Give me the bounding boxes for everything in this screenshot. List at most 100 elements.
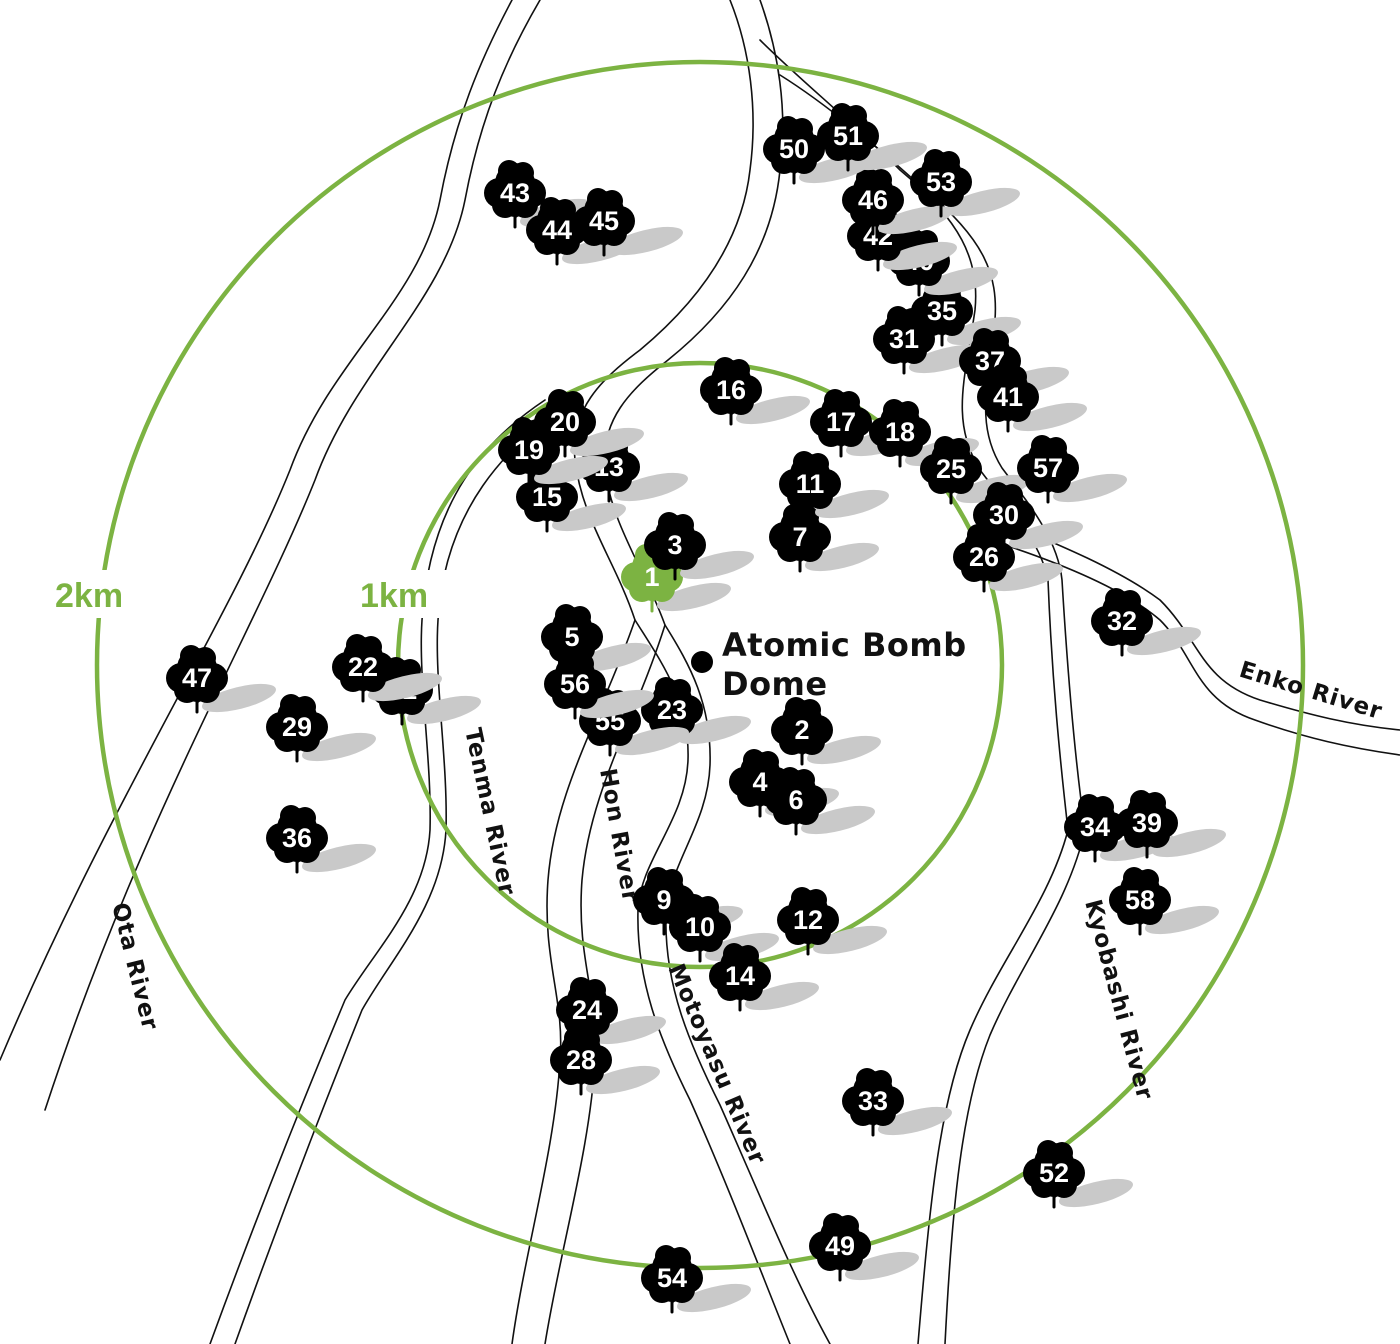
- tree-marker-29[interactable]: 29: [266, 694, 379, 767]
- tree-shadow: [677, 1283, 751, 1313]
- tree-number-label: 16: [716, 375, 746, 405]
- tree-shadow: [946, 187, 1020, 217]
- tree-marker-22[interactable]: 22: [332, 634, 445, 707]
- tree-shadow: [609, 226, 683, 256]
- tree-icon: [769, 504, 831, 562]
- tree-shadow: [202, 683, 276, 713]
- dome-label-line2: Dome: [722, 665, 828, 703]
- tree-shadow: [407, 695, 481, 725]
- tree-marker-16[interactable]: 16: [700, 357, 813, 430]
- tree-marker-52[interactable]: 52: [1023, 1140, 1136, 1213]
- tree-marker-11[interactable]: 11: [779, 451, 892, 524]
- tree-marker-50[interactable]: 50: [763, 116, 876, 189]
- tree-marker-3[interactable]: 3: [644, 512, 757, 585]
- tree-marker-32[interactable]: 32: [1091, 588, 1204, 661]
- tree-icon: [817, 103, 879, 161]
- tree-shadow: [302, 732, 376, 762]
- tree-marker-14[interactable]: 14: [709, 943, 822, 1016]
- tree-shadow: [534, 455, 608, 485]
- tree-marker-23[interactable]: 23: [641, 677, 754, 750]
- tree-shadow: [801, 805, 875, 835]
- tree-icon: [709, 943, 771, 1001]
- ota-river: [0, 0, 541, 1111]
- dome-marker-icon: [691, 651, 713, 673]
- tree-shadow: [657, 582, 731, 612]
- tree-marker-44[interactable]: 44: [526, 197, 639, 270]
- tree-shadow: [552, 502, 626, 532]
- tree-number-label: 31: [889, 324, 919, 354]
- tree-number-label: 24: [572, 995, 602, 1025]
- tree-marker-43[interactable]: 43: [484, 160, 597, 233]
- tree-shadow: [586, 1065, 660, 1095]
- tree-number-label: 44: [542, 215, 572, 245]
- tree-number-label: 26: [969, 542, 999, 572]
- tree-shadow: [878, 1106, 952, 1136]
- tree-marker-53[interactable]: 53: [910, 149, 1023, 222]
- tree-marker-45[interactable]: 45: [573, 188, 686, 261]
- ring-label-1km: 1km: [360, 577, 428, 615]
- tree-marker-15[interactable]: 15: [516, 464, 629, 537]
- tree-icon: [1023, 1140, 1085, 1198]
- tree-marker-9[interactable]: 9: [633, 867, 746, 940]
- tree-shadow: [813, 925, 887, 955]
- tree-shadow: [989, 562, 1063, 592]
- tree-shadow: [577, 642, 651, 672]
- tree-marker-28[interactable]: 28: [550, 1027, 663, 1100]
- tree-marker-41[interactable]: 41: [977, 364, 1090, 437]
- tree-shadow: [1059, 1178, 1133, 1208]
- atomic-bomb-dome: Atomic Bomb Dome: [691, 626, 966, 703]
- tree-icon: [633, 867, 695, 925]
- tree-number-label: 54: [657, 1263, 687, 1293]
- tree-marker-47[interactable]: 47: [166, 645, 279, 718]
- tree-number-label: 30: [989, 500, 1019, 530]
- tree-icon: [166, 645, 228, 703]
- tree-marker-30[interactable]: 30: [973, 482, 1086, 555]
- distance-rings: 2km 1km: [50, 59, 1306, 1271]
- tree-number-label: 10: [685, 912, 715, 942]
- tree-number-label: 33: [858, 1086, 888, 1116]
- tree-number-label: 35: [927, 296, 957, 326]
- tree-icon: [910, 149, 972, 207]
- tree-marker-51[interactable]: 51: [817, 103, 930, 176]
- tree-number-label: 6: [788, 785, 803, 815]
- tree-marker-20[interactable]: 20: [534, 389, 647, 462]
- tree-number-label: 11: [796, 469, 825, 499]
- tree-icon: [550, 1027, 612, 1085]
- tree-number-label: 17: [826, 407, 856, 437]
- tree-marker-54[interactable]: 54: [641, 1245, 754, 1318]
- tree-number-label: 46: [858, 185, 888, 215]
- tree-number-label: 36: [282, 823, 312, 853]
- tree-number-label: 47: [182, 663, 212, 693]
- tree-marker-7[interactable]: 7: [769, 504, 882, 577]
- tree-marker-5[interactable]: 5: [541, 604, 654, 677]
- tree-marker-46[interactable]: 46: [842, 167, 955, 240]
- tree-marker-39[interactable]: 39: [1116, 790, 1229, 863]
- tree-number-label: 15: [532, 482, 562, 512]
- tree-marker-12[interactable]: 12: [777, 887, 890, 960]
- tree-marker-49[interactable]: 49: [809, 1213, 922, 1286]
- tree-marker-33[interactable]: 33: [842, 1068, 955, 1141]
- tree-number-label: 43: [500, 178, 530, 208]
- tree-marker-58[interactable]: 58: [1109, 867, 1222, 940]
- tree-number-label: 5: [564, 622, 579, 652]
- tree-shadow: [736, 395, 810, 425]
- tree-marker-24[interactable]: 24: [556, 977, 669, 1050]
- tree-shadow: [1009, 520, 1083, 550]
- tree-marker-57[interactable]: 57: [1017, 435, 1130, 508]
- tree-marker-36[interactable]: 36: [266, 805, 379, 878]
- tree-marker-2[interactable]: 2: [771, 697, 884, 770]
- tree-number-label: 23: [657, 695, 687, 725]
- tree-icon: [873, 306, 935, 364]
- tree-shadow: [815, 489, 889, 519]
- tree-marker-56[interactable]: 56: [544, 651, 657, 724]
- tree-shadow: [878, 205, 952, 235]
- tree-number-label: 18: [885, 417, 915, 447]
- tree-shadow: [807, 735, 881, 765]
- tree-shadow: [1053, 473, 1127, 503]
- tree-icon: [1091, 588, 1153, 646]
- tree-icon: [777, 887, 839, 945]
- tree-marker-6[interactable]: 6: [765, 767, 878, 840]
- tree-number-label: 19: [514, 435, 544, 465]
- tree-icon: [266, 694, 328, 752]
